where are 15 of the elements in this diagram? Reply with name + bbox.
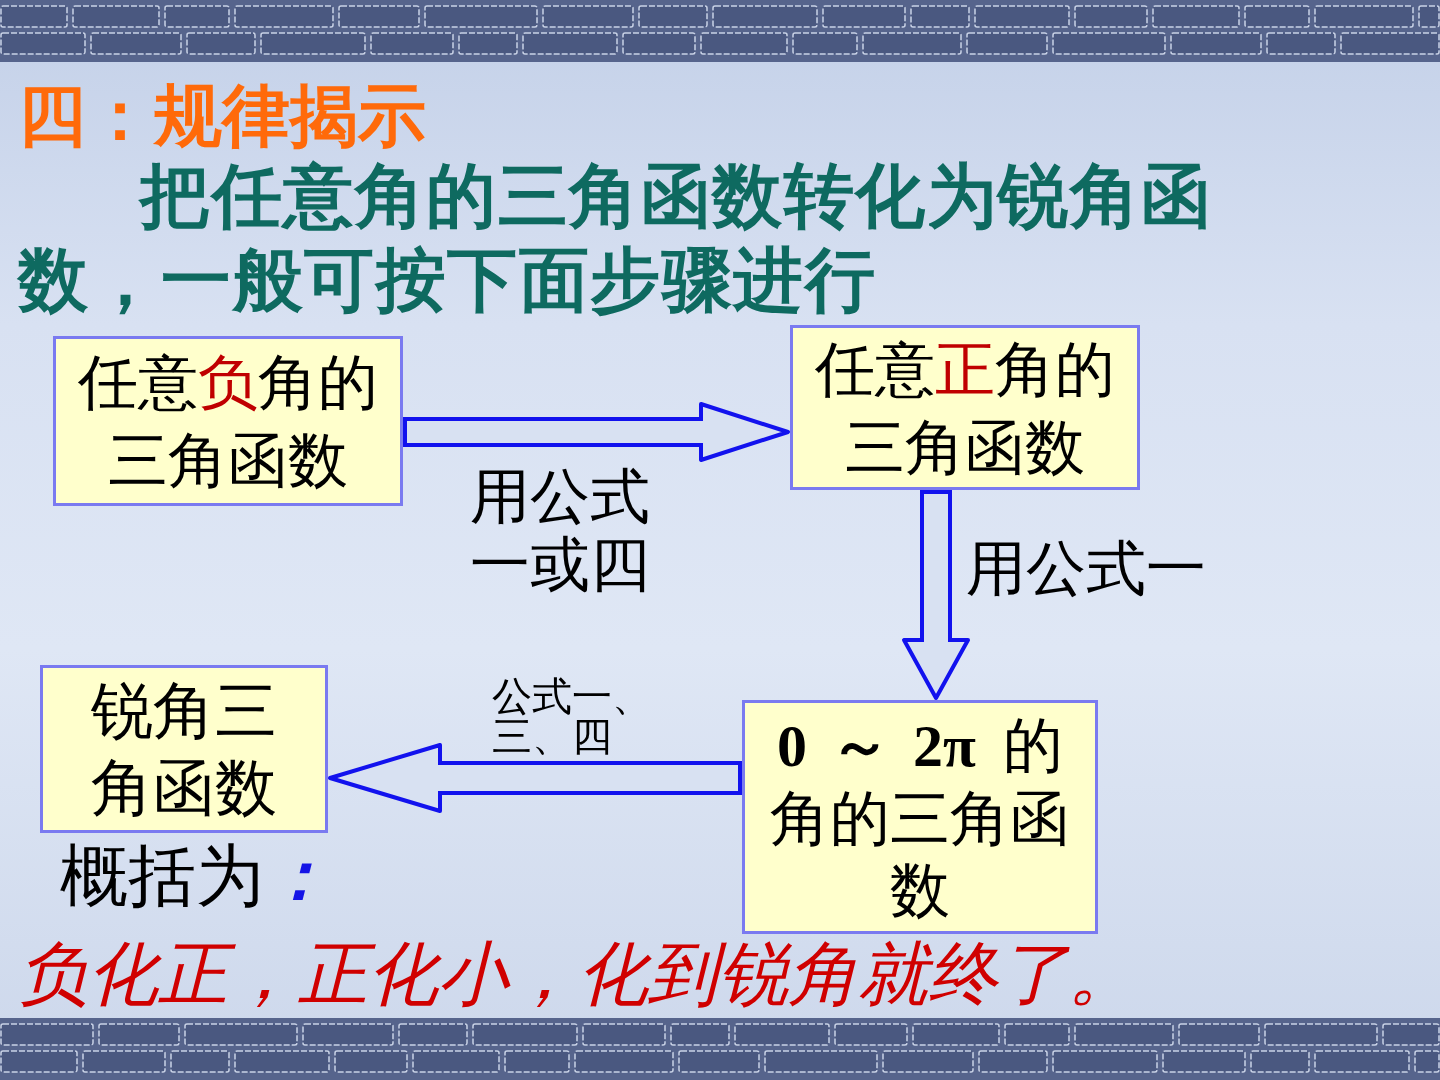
step-text: 0 ～ 2π 的角的三角函数 bbox=[769, 708, 1071, 926]
edge-label: 公式一、三、四 bbox=[492, 676, 653, 756]
summary-rhyme: 负化正，正化小，化到锐角就终了。 bbox=[18, 936, 1138, 1012]
edge-label: 用公式一或四 bbox=[470, 462, 651, 598]
step-box bbox=[790, 325, 1140, 490]
step-text: 任意正角的三角函数 bbox=[814, 332, 1116, 484]
step-box bbox=[40, 665, 328, 833]
instruction-text: 把任意角的三角函数转化为锐角函数，一般可按下面步骤进行 bbox=[18, 154, 1214, 322]
edge-label: 用公式一 bbox=[966, 533, 1206, 603]
step-text: 任意负角的三角函数 bbox=[77, 346, 379, 497]
summary-heading: 概括为： bbox=[60, 837, 332, 914]
step-box bbox=[53, 336, 403, 506]
slide-title: 四：规律揭示 bbox=[18, 78, 426, 154]
step-text: 锐角三角函数 bbox=[90, 672, 278, 826]
step-box bbox=[742, 700, 1098, 934]
